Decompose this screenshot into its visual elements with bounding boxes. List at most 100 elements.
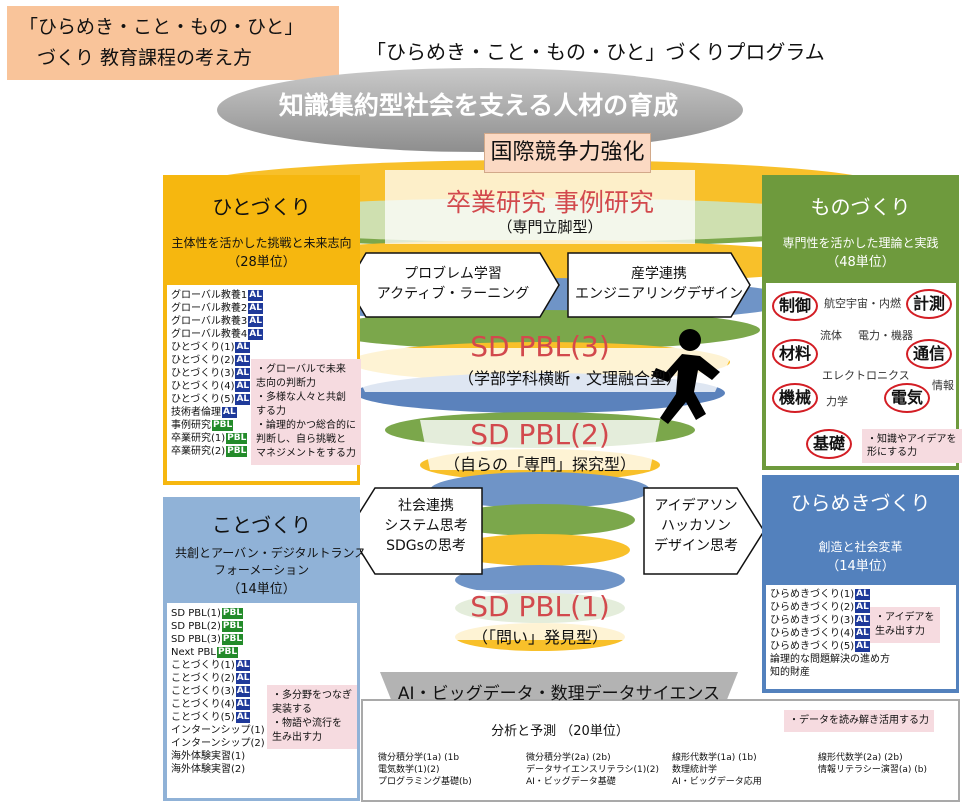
goal-heading: 知識集約型社会を支える人材の育成 [278,91,679,120]
text-line: 生み出す力 [272,732,322,743]
koto-panel: ことづくり 共創とアーバン・デジタルトランス フォーメーション （14単位） S… [163,497,366,801]
al-badge: AL [855,614,870,626]
mono-field-map: 制御 計測 材料 通信 機械 電気 基礎 航空宇宙・内燃 流体 電力・機器 エレ… [766,283,962,466]
label-fluid: 流体 [820,329,842,342]
hex-ml-line3: SDGsの思考 [386,538,466,554]
ai-note: ・データを読み解き活用する力 [784,710,934,732]
course-item: SD PBL(3)PBL [171,633,353,646]
course-name: ひとづくり(4) [171,381,235,392]
al-badge: AL [855,588,870,600]
course-name: ことづくり(2) [171,673,235,684]
text-line: ・論理的かつ総合的に [256,420,356,431]
mono-panel: ものづくり 専門性を活かした理論と実践 （48単位） 制御 計測 材料 通信 機… [762,175,962,470]
label-mechanics: 力学 [826,395,848,408]
text-line: 実装する [272,704,312,715]
label-info: 情報 [932,379,954,392]
text-line: 線形代数学(1a) (1b) [672,753,757,763]
al-badge: AL [235,380,251,392]
hex-top-right [567,252,751,318]
course-name: ことづくり(5) [171,712,235,723]
al-badge: AL [855,601,870,613]
text-line: 形にする力 [867,447,918,458]
al-badge: AL [235,711,251,723]
al-badge: AL [248,289,263,301]
hex-tl-line2: アクティブ・ラーニング [376,286,530,302]
course-name: ひらめきづくり(3) [770,615,855,626]
course-name: Next PBL [171,647,216,658]
label-aerospace: 航空宇宙・内燃 [824,297,901,310]
course-item: ことづくり(1)AL [171,659,353,672]
text-line: 微分積分学(2a) (2b) [526,753,611,763]
course-name: SD PBL(1) [171,608,221,619]
koto-note: ・多分野をつなぎ実装する・物語や流行を生み出す力 [267,685,357,749]
hirameki-note: ・アイデアを生み出す力 [870,607,940,643]
corner-title-line2: づくり 教育課程の考え方 [37,47,253,69]
pbl-badge: PBL [226,445,248,457]
corner-title-line1: 「ひらめき・こと・もの・ひと」 [19,16,304,38]
ai-sub: 分析と予測 （20単位） [491,724,629,739]
mono-sub: 専門性を活かした理論と実践 [782,236,939,250]
course-item: ひとづくり(5)AL [171,393,353,406]
koto-units: （14単位） [227,582,296,597]
course-item: SD PBL(1)PBL [171,607,353,620]
course-name: ひとづくり(3) [171,368,235,379]
course-name: グローバル教養3 [171,316,248,327]
course-item: ひらめきづくり(4)AL [770,627,952,640]
text-line: AI・ビッグデータ応用 [672,777,762,787]
hirameki-units: （14単位） [826,559,895,574]
course-name: ひとづくり(2) [171,355,235,366]
pbl1-title: SD PBL(1) [470,590,610,623]
ai-title: AI・ビッグデータ・数理データサイエンス [397,684,721,704]
course-name: グローバル教養2 [171,303,248,314]
course-name: ひとづくり(1) [171,342,235,353]
mono-title: ものづくり [810,195,911,219]
program-title: 「ひらめき・こと・もの・ひと」づくりプログラム [366,40,825,64]
text-line: 情報リテラシー演習(a) (b) [818,765,927,775]
mono-units: （48単位） [826,255,895,270]
hito-units: （28単位） [227,255,296,270]
al-badge: AL [855,640,870,652]
ai-col4: 線形代数学(2a) (2b) 情報リテラシー演習(a) (b) [818,752,927,776]
course-name: インターンシップ(2) [171,738,265,749]
text-line: データサイエンスリテラシ(1)(2) [526,765,660,775]
al-badge: AL [235,672,251,684]
text-line: プログラミング基礎(b) [378,777,472,787]
text-line: ・多様な人々と共創 [256,392,346,403]
ai-col2: 微分積分学(2a) (2b)データサイエンスリテラシ(1)(2)AI・ビッグデー… [526,752,659,788]
text-line: ・グローバルで未来 [256,364,346,375]
text-line: 志向の判断力 [256,378,316,389]
pbl2-title: SD PBL(2) [470,418,610,451]
text-line: ・知識やアイデアを [867,434,957,445]
text-line: 生み出す力 [875,626,925,637]
runner-icon [652,329,720,424]
text-line: 線形代数学(2a) (2b) [818,753,903,763]
oval-fundamentals: 基礎 [806,429,852,459]
hex-mr-line2: ハッカソン [661,518,731,534]
course-item: 海外体験実習(1) [171,750,353,763]
al-badge: AL [235,393,251,405]
pbl1-sub: （「問い」発見型） [471,628,608,647]
hex-tr-line1: 産学連携 [631,266,687,282]
pbl3-sub: （学部学科横断・文理融合型） [457,369,682,388]
koto-sub2: フォーメーション [213,563,310,577]
hex-tr-line2: エンジニアリングデザイン [575,286,743,302]
course-item: ひらめきづくり(5)AL [770,640,952,653]
pbl2-sub: （自らの「専門」探究型） [443,455,636,474]
koto-title: ことづくり [211,513,312,537]
pbl-badge: PBL [212,419,234,431]
course-name: グローバル教養4 [171,329,248,340]
oval-electrical: 電気 [884,383,930,413]
hito-note: ・グローバルで未来志向の判断力・多様な人々と共創する力・論理的かつ総合的に判断し… [251,359,361,465]
course-name: ことづくり(1) [171,660,235,671]
graduation-sub: （専門立脚型） [497,218,603,236]
al-badge: AL [235,367,251,379]
intl-competitiveness-box: 国際競争力強化 [484,133,651,173]
